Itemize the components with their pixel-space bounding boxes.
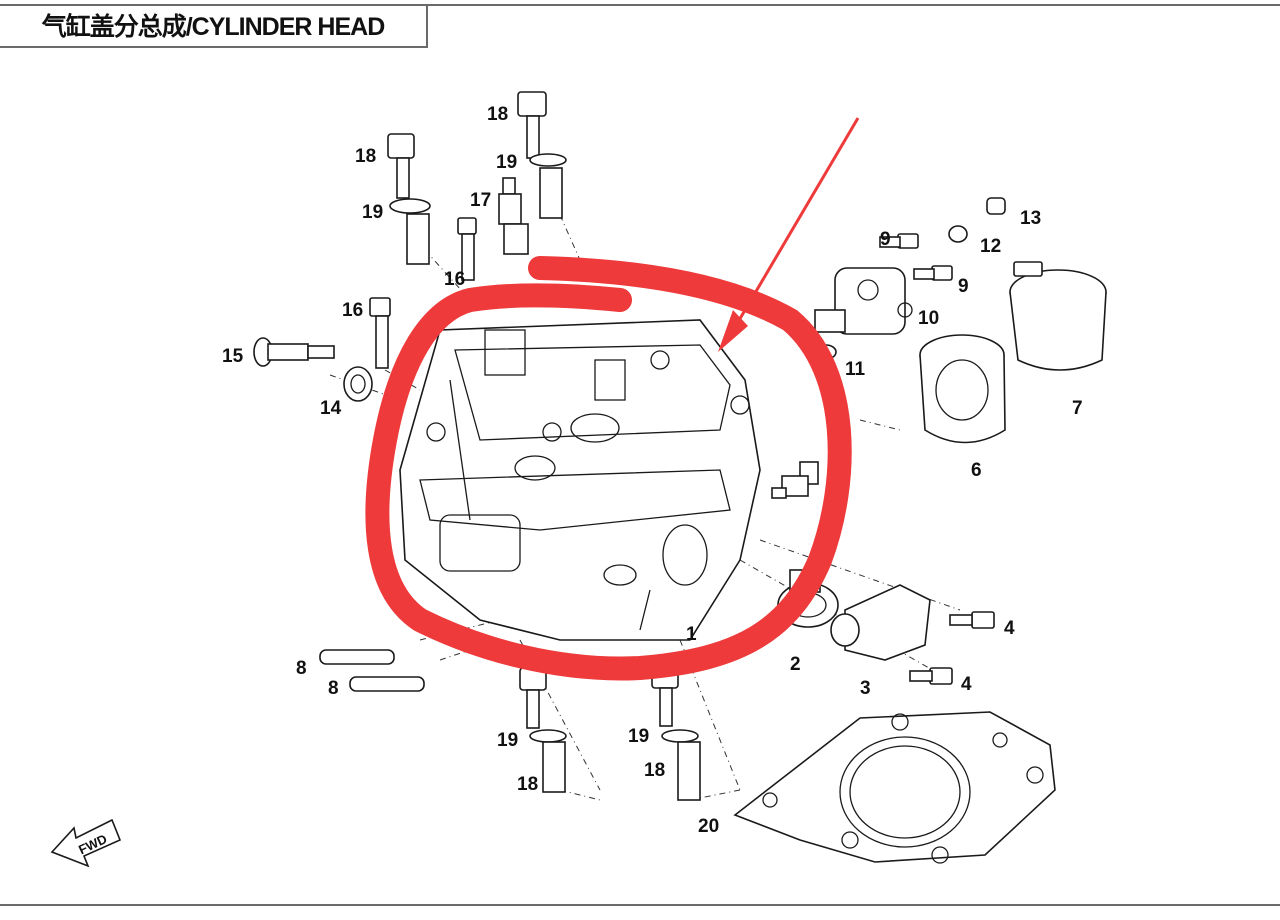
callout-4-upper: 4	[1004, 618, 1015, 639]
callout-16-lower: 16	[342, 300, 363, 321]
head-gasket	[733, 711, 1056, 864]
callout-18-lower-left: 18	[517, 774, 538, 795]
shaft-15	[253, 337, 335, 367]
thermostat-cover	[830, 584, 931, 661]
callout-2: 2	[790, 654, 801, 675]
callout-numbers: 18 18 19 19 17 16 16 15 14 13 12 9 9 10 …	[222, 104, 1083, 837]
callout-13: 13	[1020, 208, 1041, 229]
callout-14: 14	[320, 398, 342, 419]
cap-13	[986, 197, 1006, 215]
bolt-16-upper	[457, 217, 477, 281]
callout-19-top: 19	[496, 152, 517, 173]
dowel-pin-lower	[349, 676, 425, 692]
oil-seal-14	[343, 366, 373, 402]
spark-plug	[498, 177, 529, 255]
page-frame-bottom	[0, 904, 1280, 906]
callout-18-left: 18	[355, 146, 376, 167]
callout-10: 10	[918, 308, 939, 329]
highlight-annotation	[365, 117, 860, 681]
bolt-4-upper	[949, 611, 995, 629]
bolt-9-lower	[913, 265, 953, 281]
callout-18-top: 18	[487, 104, 508, 125]
bolt-16-lower	[369, 297, 391, 369]
callout-9-lower: 9	[958, 276, 969, 297]
callout-8-lower: 8	[328, 678, 339, 699]
hose-clamp	[1009, 261, 1107, 371]
callout-4-lower: 4	[961, 674, 972, 695]
callout-6: 6	[971, 460, 982, 481]
callout-9-upper: 9	[880, 229, 891, 250]
callout-12: 12	[980, 236, 1001, 257]
cylinder-head-bolt-left	[387, 133, 431, 265]
callout-19-left: 19	[362, 202, 383, 223]
callout-16-upper: 16	[444, 269, 465, 290]
temperature-sensor	[771, 461, 819, 499]
cylinder-head-body	[399, 319, 761, 641]
bolt-9-upper	[879, 233, 919, 249]
cylinder-head-bolt-top	[517, 91, 567, 219]
callout-17: 17	[470, 190, 491, 211]
intake-joint	[919, 334, 1006, 444]
bolt-4-lower	[909, 667, 953, 685]
forward-direction-arrow: FWD	[50, 818, 122, 868]
callout-7: 7	[1072, 398, 1083, 419]
diagram-title: 气缸盖分总成/CYLINDER HEAD	[41, 13, 386, 41]
callout-15: 15	[222, 346, 244, 367]
callout-11: 11	[845, 359, 866, 380]
callout-19-lower-right: 19	[628, 726, 649, 747]
title-box: 气缸盖分总成/CYLINDER HEAD	[0, 4, 428, 48]
o-ring-12	[948, 225, 968, 243]
callout-1: 1	[686, 624, 697, 645]
page-frame-top	[0, 4, 1280, 6]
dowel-pin-upper	[319, 649, 395, 665]
callout-20: 20	[698, 816, 719, 837]
callout-19-lower-left: 19	[497, 730, 518, 751]
cylinder-head-bolt-lower-left	[519, 667, 567, 793]
cam-chain-tensioner	[814, 267, 913, 335]
callout-18-lower-right: 18	[644, 760, 665, 781]
callout-8-upper: 8	[296, 658, 307, 679]
callout-3: 3	[860, 678, 871, 699]
